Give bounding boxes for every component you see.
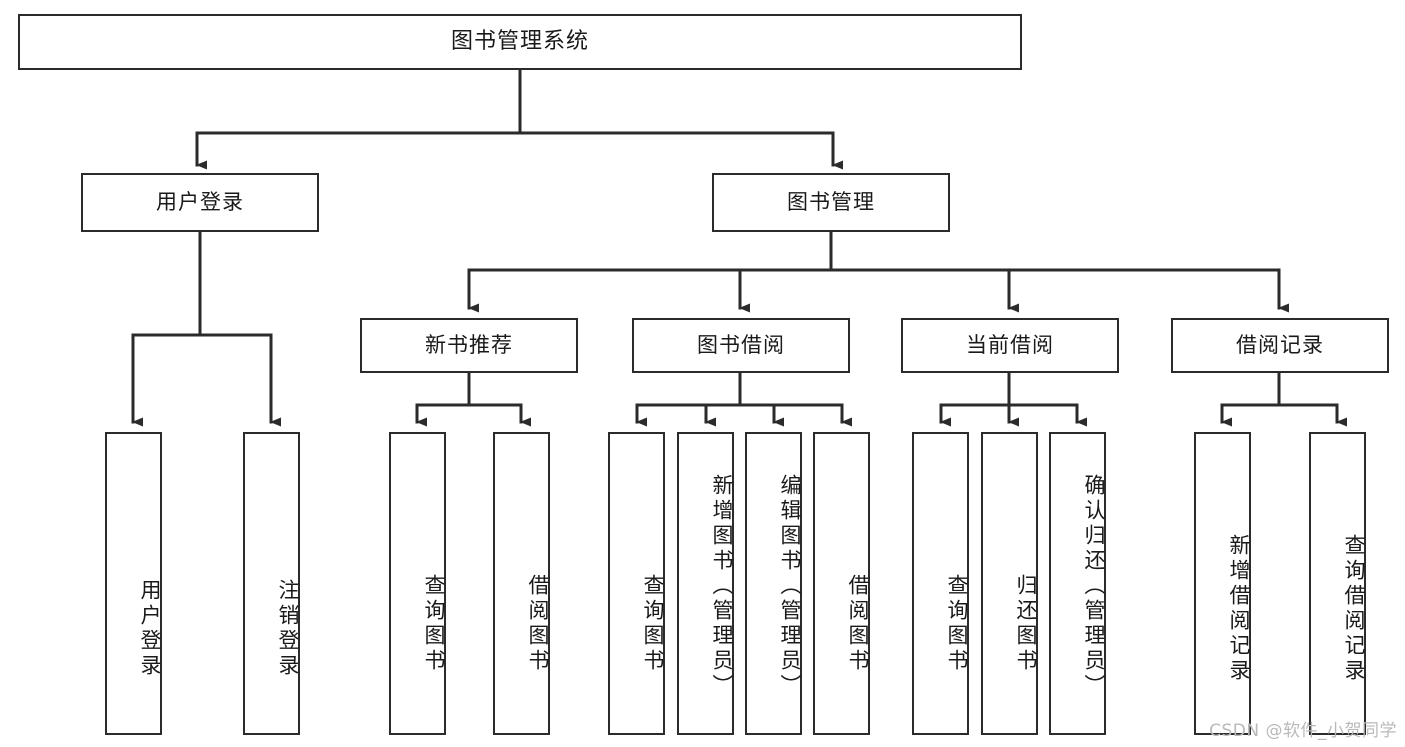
leaf-borrow-record-add-record[interactable]: 新增借阅记录 [1194, 432, 1251, 735]
node-root-book-management-system[interactable]: 图书管理系统 [18, 14, 1022, 70]
node-current-borrowing[interactable]: 当前借阅 [901, 318, 1119, 373]
node-new-book-recommendation[interactable]: 新书推荐 [360, 318, 578, 373]
leaf-book-borrow-query-books[interactable]: 查询图书 [608, 432, 665, 735]
csdn-watermark: CSDN @软件_小贺同学 [1209, 721, 1397, 741]
leaf-book-borrow-add-book-admin[interactable]: 新增图书（管理员） [677, 432, 734, 735]
node-book-borrowing[interactable]: 图书借阅 [632, 318, 850, 373]
leaf-new-book-borrow-books[interactable]: 借阅图书 [493, 432, 550, 735]
leaf-book-borrow-borrow-books[interactable]: 借阅图书 [813, 432, 870, 735]
leaf-borrow-record-query-record[interactable]: 查询借阅记录 [1309, 432, 1366, 735]
leaf-current-borrow-confirm-return-admin[interactable]: 确认归还（管理员） [1049, 432, 1106, 735]
node-borrowing-record[interactable]: 借阅记录 [1171, 318, 1389, 373]
leaf-user-login-sign-in[interactable]: 用户登录 [105, 432, 162, 735]
node-user-login[interactable]: 用户登录 [81, 173, 319, 232]
node-book-management[interactable]: 图书管理 [712, 173, 950, 232]
leaf-current-borrow-query-books[interactable]: 查询图书 [912, 432, 969, 735]
leaf-book-borrow-edit-book-admin[interactable]: 编辑图书（管理员） [745, 432, 802, 735]
leaf-user-login-sign-out[interactable]: 注销登录 [243, 432, 300, 735]
leaf-current-borrow-return-books[interactable]: 归还图书 [981, 432, 1038, 735]
leaf-new-book-query-books[interactable]: 查询图书 [389, 432, 446, 735]
